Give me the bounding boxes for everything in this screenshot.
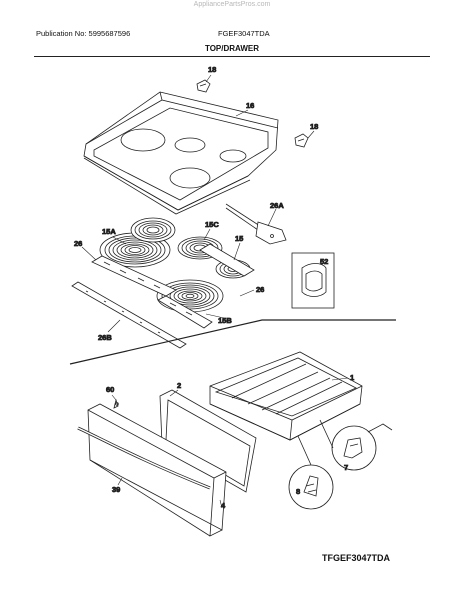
publication-number: Publication No: 5995687596 — [36, 29, 131, 38]
element-rail-part-26-left[interactable] — [91, 255, 177, 297]
label-part-16: 16 — [246, 101, 254, 110]
element-rail-part-26-right[interactable] — [157, 243, 255, 329]
cooktop-part-16[interactable] — [83, 91, 279, 215]
drawer-handle-part-39[interactable] — [77, 426, 211, 490]
label-part-15b: 15B — [218, 316, 232, 325]
header-divider — [34, 56, 430, 57]
leader-lines — [81, 74, 349, 509]
label-part-39: 39 — [112, 485, 120, 494]
bracket-part-18-right[interactable] — [294, 133, 309, 148]
label-part-1: 1 — [350, 373, 354, 382]
label-part-4: 4 — [221, 501, 226, 510]
label-part-18-right: 18 — [310, 122, 318, 131]
sensor-part-52[interactable] — [291, 252, 335, 309]
model-number: FGEF3047TDA — [218, 29, 270, 38]
label-part-2: 2 — [177, 381, 181, 390]
label-part-15a: 15A — [102, 227, 116, 236]
label-part-26-right: 26 — [256, 285, 264, 294]
section-title: TOP/DRAWER — [204, 44, 260, 53]
label-part-26a: 26A — [270, 201, 284, 210]
glide-circle-part-7[interactable] — [319, 419, 393, 471]
section-divider — [69, 319, 396, 365]
label-part-26-left: 26 — [74, 239, 82, 248]
radiant-element-part-15a-upper[interactable] — [130, 217, 176, 243]
diagram-code: TFGEF3047TDA — [322, 553, 391, 563]
drawer-part-1[interactable] — [209, 351, 363, 441]
trim-strip-part-26b[interactable] — [71, 281, 187, 349]
radiant-element-part-15b[interactable] — [156, 279, 224, 313]
glide-circle-part-8[interactable] — [288, 435, 334, 510]
bracket-part-18-left[interactable] — [196, 79, 211, 93]
watermark: AppliancePartsPros.com — [193, 1, 271, 8]
label-part-15c: 15C — [205, 220, 219, 229]
screw-part-60[interactable] — [113, 398, 119, 409]
label-part-60: 60 — [106, 385, 114, 394]
label-part-18-left: 18 — [208, 65, 216, 74]
label-part-7: 7 — [344, 463, 348, 472]
label-part-26b: 26B — [98, 333, 112, 342]
label-part-8: 8 — [296, 487, 300, 496]
terminal-block-part-26a[interactable] — [225, 203, 287, 245]
drawer-panel-part-2[interactable] — [159, 389, 257, 493]
label-part-15: 15 — [235, 234, 243, 243]
label-part-52: 52 — [320, 257, 328, 266]
